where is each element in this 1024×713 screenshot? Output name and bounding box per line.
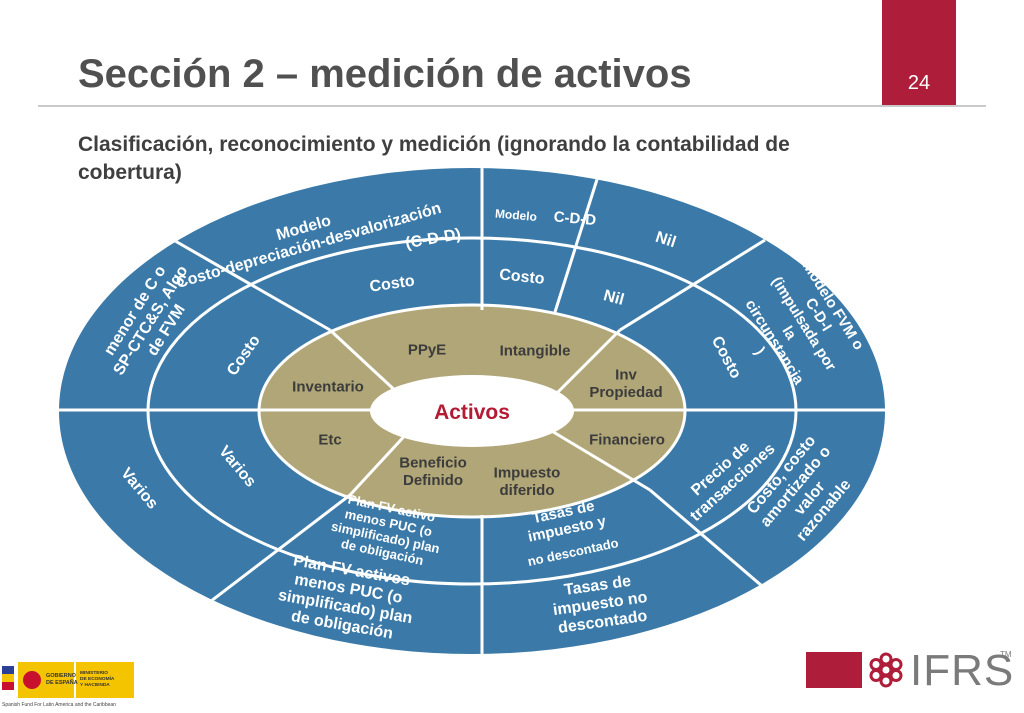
svg-text:GOBIERNO: GOBIERNO (46, 673, 77, 679)
svg-text:DE ESPAÑA: DE ESPAÑA (46, 679, 78, 686)
middle-ring-label: Costo (369, 272, 416, 295)
svg-text:Spanish Fund For Latin America: Spanish Fund For Latin America and the C… (2, 702, 116, 708)
inner-ring-label: Etc (318, 431, 341, 448)
middle-ring-label: Costo (498, 266, 545, 288)
svg-text:DE ECONOMÍA: DE ECONOMÍA (80, 674, 115, 682)
inner-ring-label: Intangible (500, 342, 571, 359)
divider-inner-lr (549, 428, 651, 492)
divider-upper-left (169, 236, 331, 332)
svg-text:Y HACIENDA: Y HACIENDA (80, 682, 110, 688)
divider-inner-ul (328, 328, 402, 397)
outer-ring-label: Modelo (494, 206, 537, 224)
divider-upper-right (619, 238, 766, 332)
slide-subtitle: Clasificación, reconocimiento y medición… (78, 133, 790, 184)
spain-government-logo: GOBIERNO DE ESPAÑA MINISTERIO DE ECONOMÍ… (2, 662, 142, 708)
center-node (370, 375, 574, 447)
ifrs-red-band (806, 652, 862, 688)
slide-title: Sección 2 – medición de activos (78, 52, 692, 96)
page-number: 24 (907, 72, 931, 94)
inner-ring-label: Financiero (589, 431, 665, 448)
outer-ring-label: Nil (653, 229, 678, 251)
divider-inner-ur (553, 328, 622, 397)
outer-ring-label: C-D-D (553, 208, 597, 229)
divider-inner-ll (348, 428, 412, 497)
divider-nil-top (553, 169, 602, 313)
inner-ring-label: Inventario (292, 378, 364, 395)
ifrs-wordmark: IFRS (910, 646, 1015, 695)
title-divider (38, 105, 986, 107)
svg-text:MINISTERIO: MINISTERIO (80, 670, 108, 676)
ifrs-trademark: TM (1000, 650, 1012, 659)
inner-ring-label: PPyE (408, 341, 446, 358)
ifrs-logo: IFRS TM (806, 646, 1014, 695)
center-label: Activos (434, 401, 510, 424)
ifrs-flower-icon (869, 652, 903, 688)
page-number-tab: 24 (882, 0, 956, 106)
middle-ring-label: Nil (602, 287, 626, 309)
